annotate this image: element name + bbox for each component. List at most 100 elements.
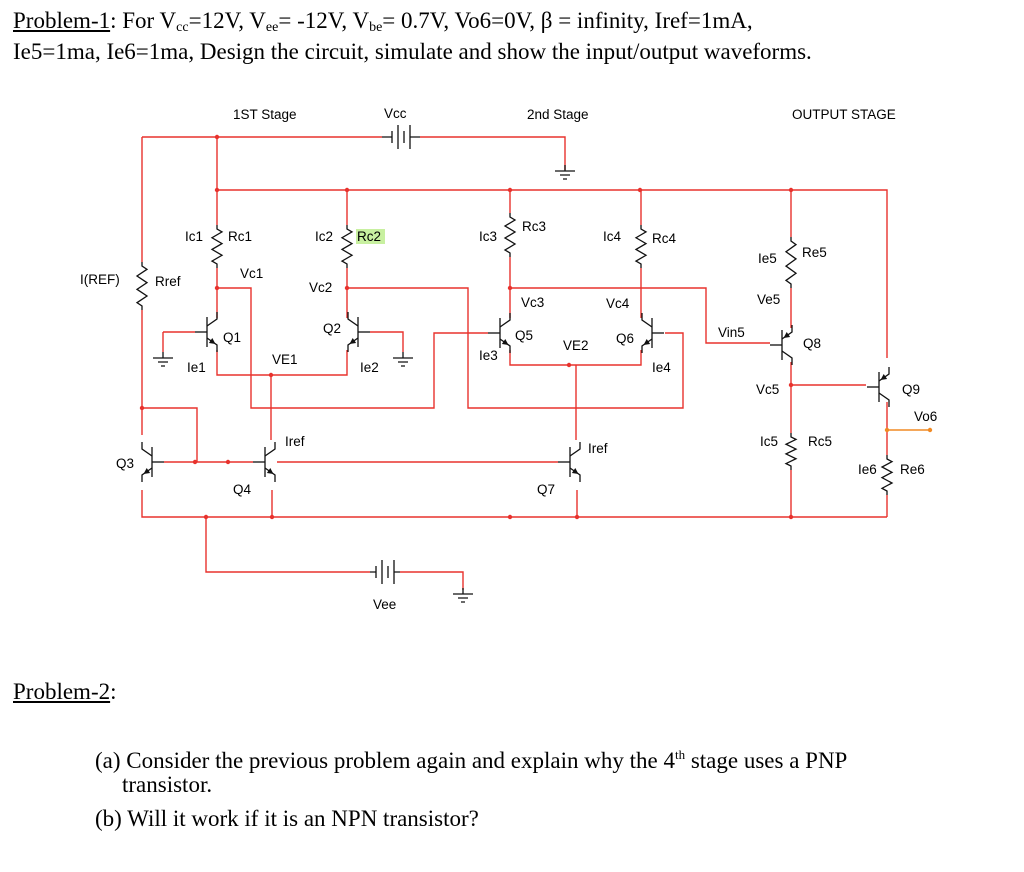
ic2-label: Ic2 (315, 229, 333, 244)
vee-ground-icon (453, 588, 473, 603)
rref-label: Rref (155, 274, 181, 289)
problem1-line1: Problem-1: For Vcc=12V, Vee= -12V, Vbe= … (13, 8, 753, 35)
junction-dot (788, 187, 794, 193)
problem2-part-a-cont: transistor. (122, 772, 213, 797)
ve1-label: VE1 (272, 352, 298, 367)
junction-dot (214, 134, 220, 140)
ie3-label: Ie3 (479, 348, 498, 363)
q2-top-lead (347, 312, 359, 327)
rc2-resistor-icon (340, 225, 354, 268)
problem2-part-a: (a) Consider the previous problem again … (95, 747, 848, 773)
rc1-label: Rc1 (228, 229, 252, 244)
ve5-label: Ve5 (757, 292, 780, 307)
ic5-label: Ic5 (760, 434, 778, 449)
q7-bottom-lead (569, 467, 581, 482)
rc5-label: Rc5 (808, 434, 832, 449)
q9-label: Q9 (902, 382, 920, 397)
q4-label: Q4 (233, 482, 252, 497)
junction-dot (637, 187, 643, 193)
ie5-label: Ie5 (758, 251, 777, 266)
q1-emitter-arrow-icon (208, 338, 216, 344)
vc1-label: Vc1 (240, 266, 263, 281)
q7-emitter-arrow-icon (571, 468, 579, 474)
junction-dot (507, 514, 513, 520)
junction-dot (214, 187, 220, 193)
components (135, 125, 894, 603)
problem2-heading: Problem-2 (13, 679, 111, 704)
junction-dot (507, 187, 513, 193)
q2-label: Q2 (323, 321, 341, 336)
vcc-battery-icon (382, 125, 420, 149)
problem2-part-b: (b) Will it work if it is an NPN transis… (95, 806, 479, 831)
q4-top-lead (264, 442, 276, 457)
q5-bottom-lead (499, 338, 511, 353)
ie6-label: Ie6 (858, 462, 877, 477)
q3-emitter-arrow-icon (143, 468, 151, 474)
q6-top-lead (641, 313, 653, 328)
junction-dot (566, 362, 572, 368)
vc4-label: Vc4 (606, 296, 630, 311)
q6-bottom-lead (641, 338, 653, 353)
junction-dot (214, 285, 220, 291)
q3-label: Q3 (116, 456, 134, 471)
vin5-label: Vin5 (718, 325, 745, 340)
rc2-highlight (356, 229, 385, 244)
problem1-line2: Ie5=1ma, Ie6=1ma, Design the circuit, si… (13, 39, 812, 64)
junction-dot (268, 372, 274, 378)
vo6-label: Vo6 (914, 409, 937, 424)
q4-bottom-lead (264, 467, 276, 482)
junction-dot (344, 187, 350, 193)
q3-top-lead (141, 442, 153, 457)
vee-label: Vee (373, 597, 396, 612)
ic3-label: Ic3 (479, 229, 497, 244)
q2-emitter-arrow-icon (349, 338, 357, 344)
q9-bottom-lead (878, 392, 890, 407)
ie4-label: Ie4 (652, 360, 671, 375)
q6-label: Q6 (616, 331, 634, 346)
junction-dot (269, 514, 275, 520)
vc5-label: Vc5 (756, 382, 779, 397)
vcc-ground-icon (555, 165, 575, 180)
iref7-label: Iref (588, 441, 608, 456)
q9-emitter-arrow-icon (880, 374, 888, 380)
junction-dot (139, 405, 145, 411)
vc3-label: Vc3 (521, 295, 544, 310)
output-node-dot (927, 427, 933, 433)
junction-dot (788, 382, 794, 388)
q7-label: Q7 (537, 482, 555, 497)
q8-emitter-arrow-icon (783, 332, 791, 338)
rc1-resistor-icon (210, 225, 224, 268)
ie2-label: Ie2 (360, 360, 379, 375)
q1-ground-icon (153, 352, 173, 367)
q5-label: Q5 (515, 328, 533, 343)
junction-dot (344, 285, 350, 291)
rref-resistor-icon (135, 262, 149, 310)
junction-dot (225, 459, 231, 465)
junction-dot (203, 514, 209, 520)
junction-dots (139, 134, 933, 520)
rc3-resistor-icon (503, 213, 517, 257)
ve2-label: VE2 (563, 338, 589, 353)
re5-resistor-icon (784, 237, 798, 288)
q1-bottom-lead (206, 337, 218, 352)
iref-label: I(REF) (80, 272, 120, 287)
output-node-dot (884, 427, 890, 433)
q2-ground-icon (393, 352, 413, 367)
junction-dot (574, 514, 580, 520)
ic1-label: Ic1 (185, 229, 203, 244)
iref4-label: Iref (285, 434, 305, 449)
q5-top-lead (499, 313, 511, 328)
q3-bottom-lead (141, 467, 153, 482)
rc2-label: Rc2 (357, 229, 381, 244)
stage-label-second: 2nd Stage (527, 107, 589, 122)
vc2-label: Vc2 (309, 280, 332, 295)
ic4-label: Ic4 (603, 229, 622, 244)
junction-dot (507, 285, 513, 291)
junction-dot (192, 459, 198, 465)
q8-label: Q8 (803, 336, 821, 351)
rc5-resistor-icon (784, 433, 798, 470)
rc4-label: Rc4 (652, 231, 676, 246)
rc3-label: Rc3 (522, 219, 546, 234)
re5-label: Re5 (802, 245, 827, 260)
q5-emitter-arrow-icon (501, 339, 509, 345)
